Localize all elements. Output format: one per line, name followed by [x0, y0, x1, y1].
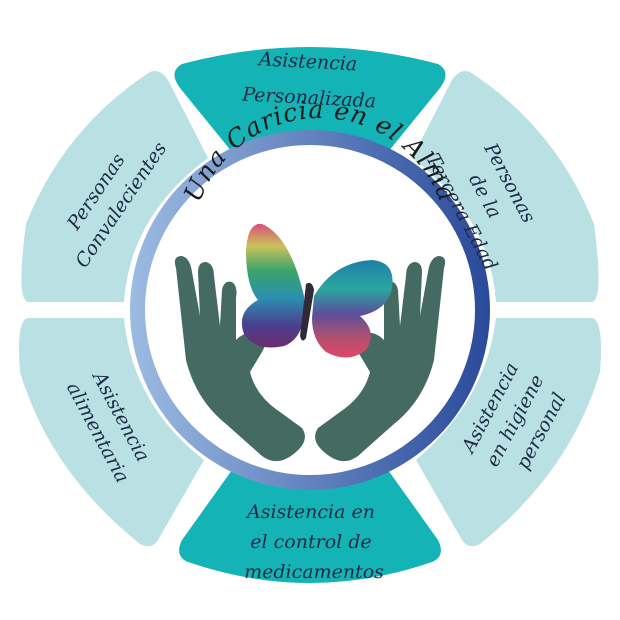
segment-bottom: [179, 470, 441, 583]
segment-lower-right: [416, 318, 601, 547]
segment-upper-right: [412, 71, 599, 302]
segment-upper-left: [21, 71, 208, 302]
butterfly-hands-icon: [174, 223, 446, 462]
segment-top: [174, 47, 446, 152]
segment-bottom-label: Asistencia en el control de medicamentos: [244, 501, 384, 583]
segment-lower-left: [19, 318, 204, 547]
